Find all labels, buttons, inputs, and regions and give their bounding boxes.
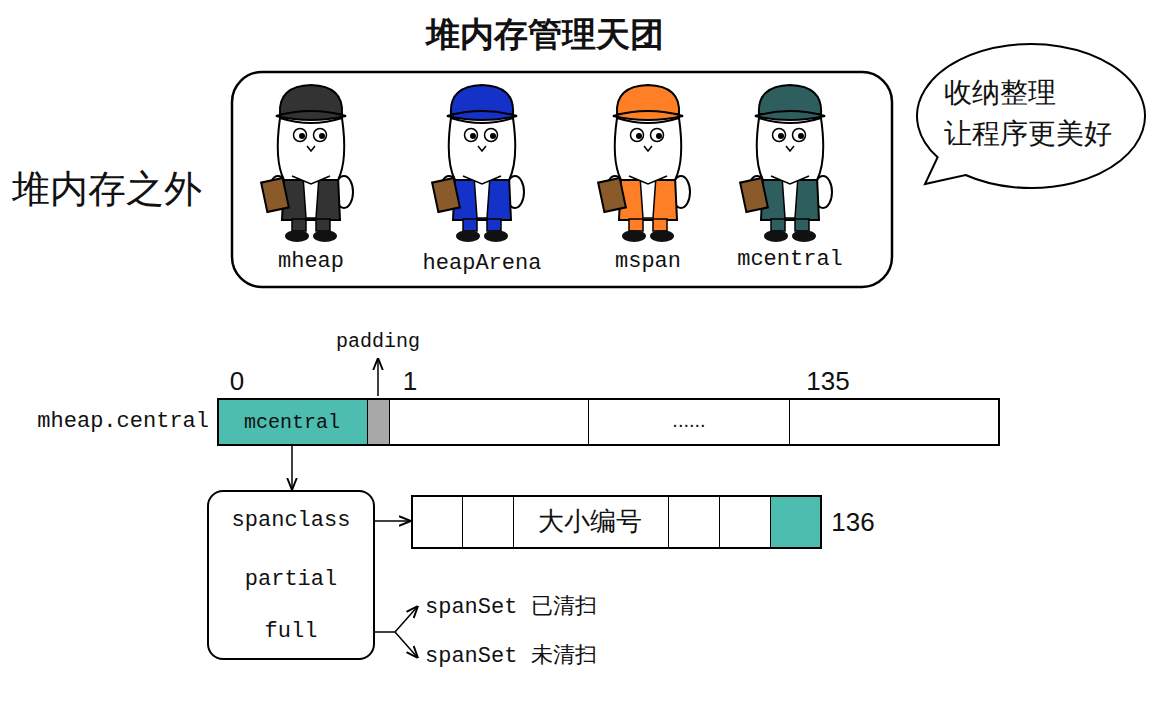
group-frame xyxy=(232,72,892,287)
node-text: spanclass xyxy=(232,508,351,533)
bubble-outline xyxy=(915,42,1147,190)
padding-cell xyxy=(367,398,389,446)
character-figure xyxy=(740,85,832,242)
array-cell: ...... xyxy=(589,398,788,446)
side-label: 堆内存之外 xyxy=(12,168,202,212)
connector-arrow xyxy=(291,446,293,490)
character-figure xyxy=(261,85,353,242)
node-text: ...... xyxy=(672,409,705,432)
fork-arrow xyxy=(395,632,418,658)
fork-arrow xyxy=(395,606,418,632)
branch-label: spanSet 未清扫 xyxy=(425,644,597,669)
index-number: 136 xyxy=(831,508,874,538)
node-text: partial xyxy=(245,567,337,592)
leader-arrow xyxy=(377,358,379,396)
struct-box: spanclass partial full xyxy=(207,490,375,660)
character-name: mcentral xyxy=(737,247,843,272)
character-figure xyxy=(598,85,690,242)
pointer-label: padding xyxy=(336,330,420,353)
character-name: mspan xyxy=(615,249,681,274)
index-number: 0 xyxy=(230,367,244,397)
cell-divider xyxy=(389,398,391,446)
node-text: 收纳整理 让程序更美好 xyxy=(944,73,1119,154)
cell-divider xyxy=(462,495,464,549)
cell-divider xyxy=(513,495,515,549)
character-figure xyxy=(432,85,524,242)
bubble-shape xyxy=(917,44,1145,188)
cell-divider xyxy=(668,495,670,549)
character-name: heapArena xyxy=(423,251,542,276)
node-text: full xyxy=(265,619,318,644)
node-text: 大小编号 xyxy=(538,507,642,537)
cell-divider xyxy=(367,398,369,446)
node-text: mcentral xyxy=(244,411,340,434)
connector-arrow xyxy=(375,520,411,522)
cell-divider xyxy=(789,398,791,446)
array-row: mheap.centralmcentral...... xyxy=(217,398,1000,446)
spanclass-array: 大小编号 xyxy=(411,495,822,549)
title-text: 堆内存管理天团 xyxy=(426,15,664,54)
cell-divider xyxy=(719,495,721,549)
index-number: 135 xyxy=(806,367,849,397)
teal-cell xyxy=(770,495,822,549)
row-label: mheap.central xyxy=(37,409,209,434)
cell-divider xyxy=(588,398,590,446)
cell-divider xyxy=(770,495,772,549)
branch-label: spanSet 已清扫 xyxy=(425,595,597,620)
speech-bubble: 收纳整理 让程序更美好 xyxy=(915,42,1147,190)
array-cell: mcentral xyxy=(217,398,367,446)
character-name: mheap xyxy=(278,249,344,274)
index-number: 1 xyxy=(403,367,417,397)
